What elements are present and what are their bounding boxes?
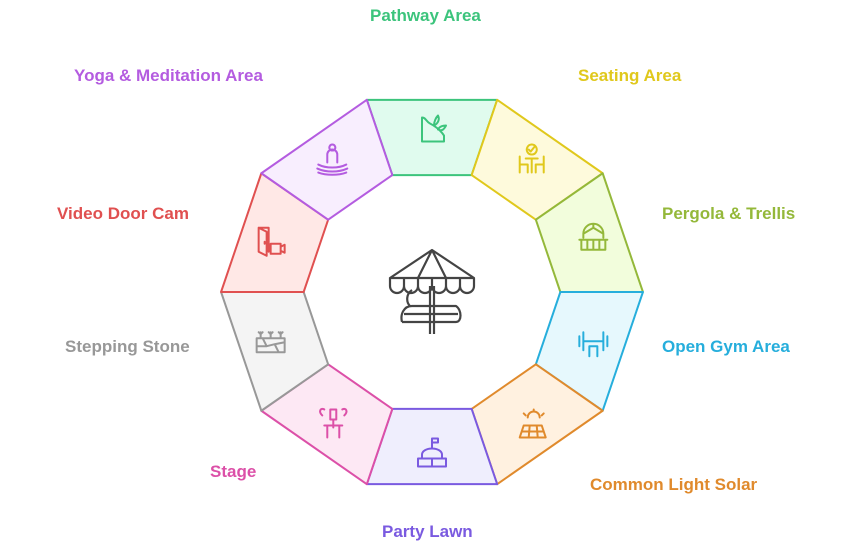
label-pergola-trellis: Pergola & Trellis xyxy=(662,204,796,223)
label-video-door-cam: Video Door Cam xyxy=(57,204,189,223)
meditation-icon xyxy=(316,143,349,176)
label-pathway-area: Pathway Area xyxy=(370,6,481,25)
stepping-stone-icon xyxy=(255,331,286,354)
solar-panel-icon xyxy=(518,408,547,439)
patio-umbrella-icon xyxy=(388,248,476,334)
label-stepping-stone: Stepping Stone xyxy=(65,337,190,356)
lawn-icon xyxy=(417,437,447,468)
table-chairs-icon xyxy=(518,143,545,174)
pergola-icon xyxy=(578,222,609,251)
label-yoga-meditation-area: Yoga & Meditation Area xyxy=(74,66,263,85)
label-party-lawn: Party Lawn xyxy=(382,522,473,541)
microphone-stage-icon xyxy=(319,407,348,439)
label-common-light-solar: Common Light Solar xyxy=(590,475,758,494)
label-open-gym-area: Open Gym Area xyxy=(662,337,790,356)
dumbbell-icon xyxy=(578,331,609,358)
door-camera-icon xyxy=(257,226,286,257)
label-seating-area: Seating Area xyxy=(578,66,682,85)
plant-path-icon xyxy=(421,114,447,143)
label-stage: Stage xyxy=(210,462,257,481)
